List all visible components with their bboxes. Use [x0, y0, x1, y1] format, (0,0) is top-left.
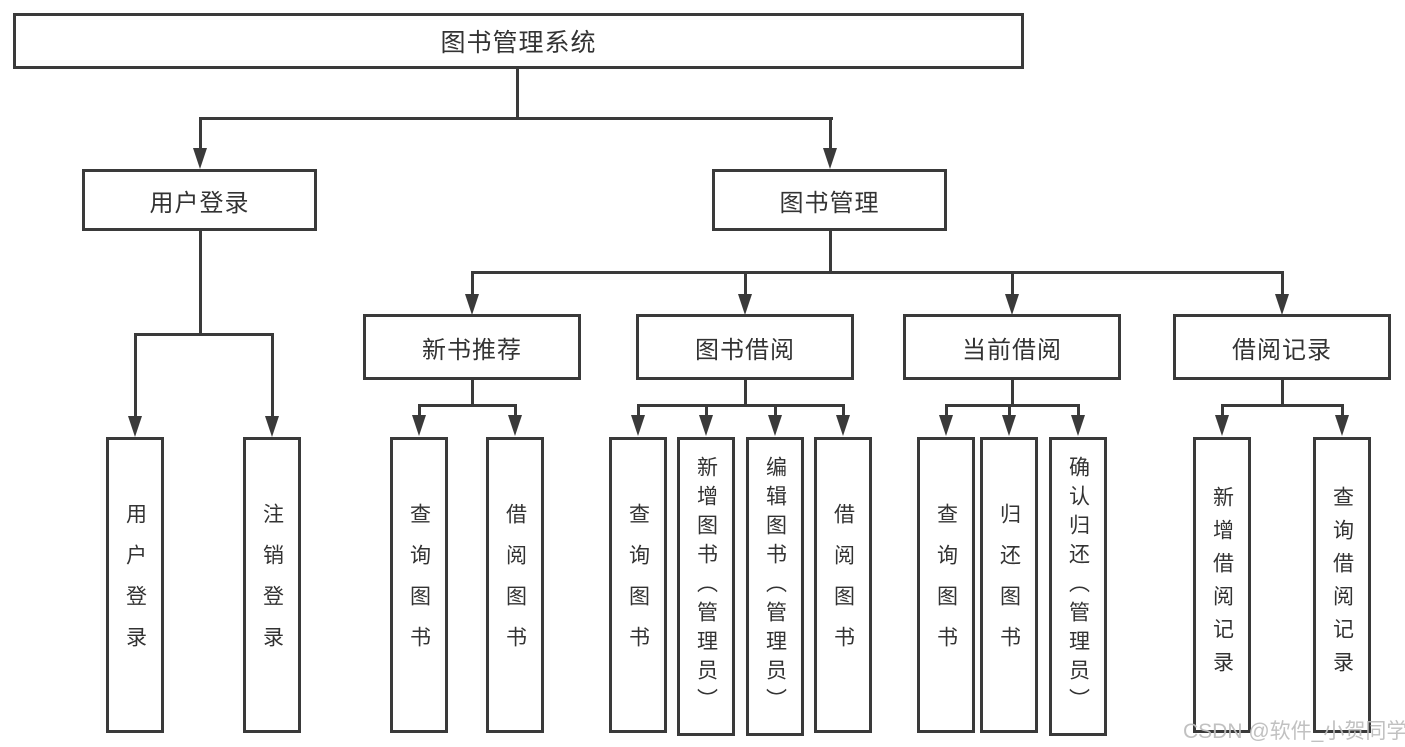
- node-current-borrow-label: 当前借阅: [962, 336, 1062, 364]
- arrow-down-icon: [1071, 415, 1085, 436]
- connector-level2-rail: [199, 117, 833, 120]
- connector-current-borrow-rail: [945, 404, 1079, 407]
- connector-drop-bb-query: [637, 404, 640, 417]
- arrow-down-icon: [1275, 294, 1289, 315]
- arrow-down-icon: [412, 415, 426, 436]
- leaf-bb-edit-books-label: 编辑图书（管理员）: [763, 456, 787, 717]
- leaf-nb-borrow-books: 借阅图书: [486, 437, 544, 733]
- leaf-nb-query-books: 查询图书: [390, 437, 448, 733]
- connector-drop-cb-query: [945, 404, 948, 417]
- leaf-cb-query-books: 查询图书: [917, 437, 975, 733]
- connector-drop-bb-borrow: [842, 404, 845, 417]
- arrow-down-icon: [128, 416, 142, 437]
- connector-drop-user-login: [134, 333, 137, 417]
- connector-drop-current-borrow: [1011, 271, 1014, 297]
- node-new-book-rec: 新书推荐: [363, 314, 581, 380]
- arrow-down-icon: [631, 415, 645, 436]
- node-user-login-group-label: 用户登录: [149, 189, 250, 217]
- leaf-bb-borrow-books-label: 借阅图书: [831, 503, 855, 667]
- connector-current-borrow-stem: [1011, 377, 1014, 406]
- arrow-down-icon: [265, 416, 279, 437]
- leaf-bb-add-books: 新增图书（管理员）: [677, 437, 735, 736]
- node-root-label: 图书管理系统: [440, 29, 597, 57]
- leaf-br-query-record-label: 查询借阅记录: [1330, 486, 1354, 684]
- connector-book-borrow-rail: [637, 404, 844, 407]
- connector-root-stem: [516, 66, 519, 119]
- leaf-bb-query-books-label: 查询图书: [626, 503, 650, 667]
- connector-user-login-rail: [134, 333, 274, 336]
- connector-drop-borrow-records: [1281, 271, 1284, 297]
- arrow-down-icon: [465, 294, 479, 315]
- arrow-down-icon: [823, 148, 837, 169]
- arrow-down-icon: [738, 294, 752, 315]
- arrow-down-icon: [836, 415, 850, 436]
- connector-book-borrow-stem: [744, 377, 747, 406]
- arrow-down-icon: [939, 415, 953, 436]
- connector-drop-br-add: [1221, 404, 1224, 417]
- connector-new-book-rec-stem: [471, 377, 474, 406]
- connector-level3-rail: [471, 271, 1283, 274]
- connector-borrow-records-rail: [1221, 404, 1343, 407]
- node-book-borrow: 图书借阅: [636, 314, 854, 380]
- node-book-mgmt-label: 图书管理: [779, 189, 880, 217]
- leaf-br-add-record-label: 新增借阅记录: [1210, 486, 1234, 684]
- leaf-cb-confirm-return: 确认归还（管理员）: [1049, 437, 1107, 736]
- node-book-borrow-label: 图书借阅: [695, 336, 795, 364]
- connector-drop-br-query: [1341, 404, 1344, 417]
- arrow-down-icon: [1335, 415, 1349, 436]
- leaf-bb-borrow-books: 借阅图书: [814, 437, 872, 733]
- arrow-down-icon: [508, 415, 522, 436]
- arrow-down-icon: [1002, 415, 1016, 436]
- csdn-watermark: CSDN @软件_小贺同学: [1183, 720, 1405, 743]
- leaf-bb-edit-books: 编辑图书（管理员）: [746, 437, 804, 736]
- leaf-logout-login: 注销登录: [243, 437, 301, 733]
- connector-borrow-records-stem: [1281, 377, 1284, 406]
- node-current-borrow: 当前借阅: [903, 314, 1121, 380]
- connector-drop-cb-return: [1008, 404, 1011, 417]
- arrow-down-icon: [699, 415, 713, 436]
- leaf-nb-query-books-label: 查询图书: [407, 503, 431, 667]
- leaf-user-login-label: 用户登录: [123, 503, 147, 667]
- connector-book-mgmt-stem: [829, 228, 832, 273]
- connector-drop-book-mgmt: [829, 117, 832, 153]
- connector-drop-book-borrow: [744, 271, 747, 297]
- leaf-nb-borrow-books-label: 借阅图书: [503, 503, 527, 667]
- node-borrow-records-label: 借阅记录: [1232, 336, 1332, 364]
- connector-drop-cb-confirm: [1077, 404, 1080, 417]
- leaf-br-query-record: 查询借阅记录: [1313, 437, 1371, 733]
- leaf-user-login: 用户登录: [106, 437, 164, 733]
- leaf-cb-confirm-return-label: 确认归还（管理员）: [1066, 456, 1090, 717]
- leaf-bb-add-books-label: 新增图书（管理员）: [694, 456, 718, 717]
- node-new-book-rec-label: 新书推荐: [422, 336, 522, 364]
- leaf-logout-login-label: 注销登录: [260, 503, 284, 667]
- connector-drop-user-login-group: [199, 117, 202, 153]
- connector-drop-bb-edit: [774, 404, 777, 417]
- node-book-mgmt: 图书管理: [712, 169, 947, 231]
- leaf-cb-return-books-label: 归还图书: [997, 503, 1021, 667]
- arrow-down-icon: [193, 148, 207, 169]
- arrow-down-icon: [768, 415, 782, 436]
- connector-drop-logout-login: [271, 333, 274, 417]
- node-root: 图书管理系统: [13, 13, 1024, 69]
- connector-drop-bb-add: [705, 404, 708, 417]
- leaf-bb-query-books: 查询图书: [609, 437, 667, 733]
- connector-drop-nb-query: [418, 404, 421, 417]
- leaf-br-add-record: 新增借阅记录: [1193, 437, 1251, 733]
- leaf-cb-return-books: 归还图书: [980, 437, 1038, 733]
- node-user-login-group: 用户登录: [82, 169, 317, 231]
- arrow-down-icon: [1005, 294, 1019, 315]
- connector-new-book-rec-rail: [418, 404, 516, 407]
- connector-drop-nb-borrow: [514, 404, 517, 417]
- arrow-down-icon: [1215, 415, 1229, 436]
- connector-user-login-stem: [199, 228, 202, 335]
- leaf-cb-query-books-label: 查询图书: [934, 503, 958, 667]
- node-borrow-records: 借阅记录: [1173, 314, 1391, 380]
- connector-drop-new-book-rec: [471, 271, 474, 297]
